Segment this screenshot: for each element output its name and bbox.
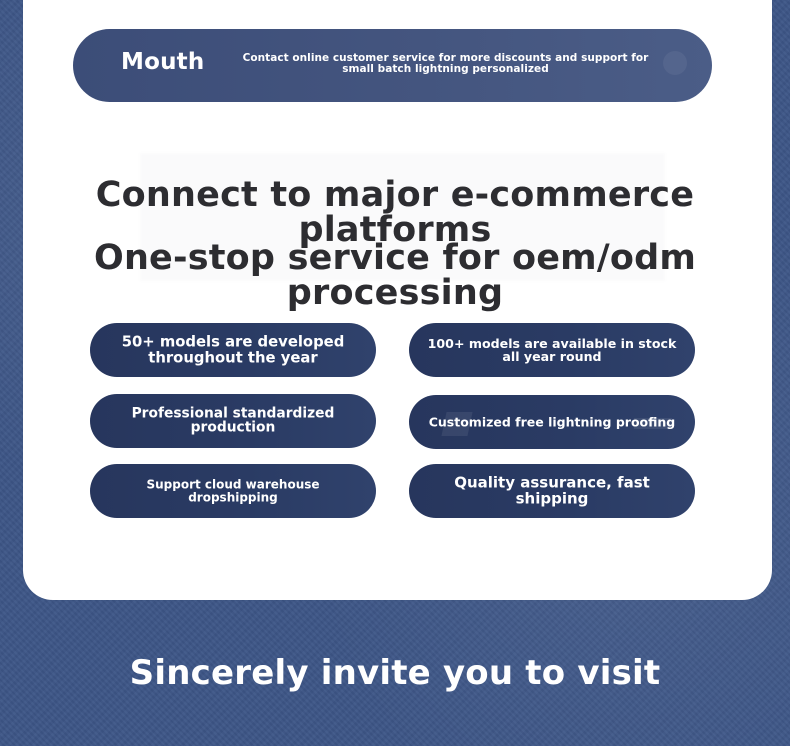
feature-pill-professional-production: Professional standardized production [90, 394, 376, 448]
headline-ecommerce: Connect to major e-commerce platforms [95, 175, 695, 250]
headline-oem-odm: One-stop service for oem/odm processing [93, 238, 697, 313]
banner-title: Mouth [121, 49, 205, 75]
decorative-bar [634, 418, 672, 429]
invite-heading: Sincerely invite you to visit [129, 653, 661, 693]
headline-background-shape [140, 153, 665, 281]
watermark-icon [663, 51, 687, 75]
banner-description: Contact online customer service for more… [242, 52, 649, 76]
feature-text: Customized free lightning proofing [428, 414, 676, 430]
feature-pill-models-stock: 100+ models are available in stock all y… [409, 323, 695, 377]
feature-pill-quality-shipping: Quality assurance, fast shipping [409, 464, 695, 518]
feature-text: Professional standardized production [131, 405, 335, 436]
feature-text: 50+ models are developed throughout the … [121, 333, 345, 366]
feature-text: 100+ models are available in stock all y… [427, 335, 677, 364]
feature-pill-cloud-warehouse: Support cloud warehouse dropshipping [90, 464, 376, 518]
feature-text: Support cloud warehouse dropshipping [146, 477, 320, 504]
promo-banner: Mouth Contact online customer service fo… [73, 29, 712, 102]
feature-pill-models-developed: 50+ models are developed throughout the … [90, 323, 376, 377]
feature-text: Quality assurance, fast shipping [454, 473, 650, 507]
feature-pill-free-proofing: Customized free lightning proofing [409, 395, 695, 449]
